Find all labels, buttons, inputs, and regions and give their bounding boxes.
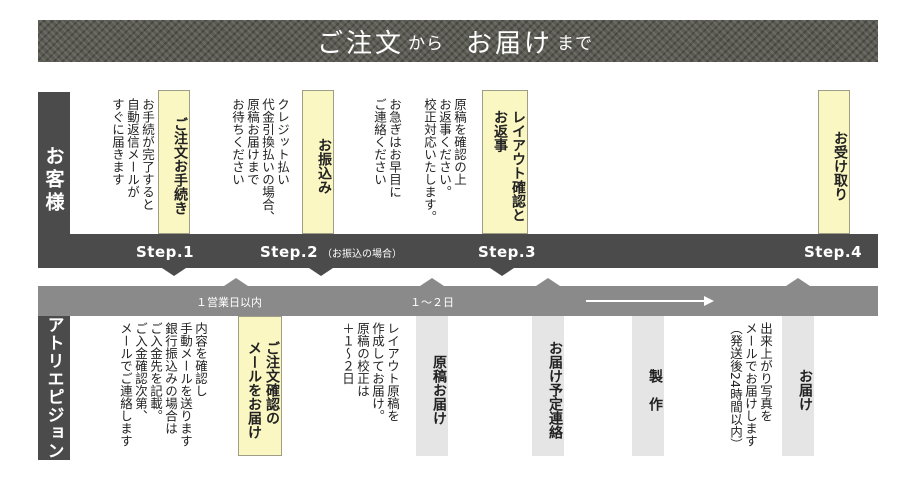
customer-lane-label: お客様 bbox=[38, 92, 70, 268]
bank-note: 内容を確認し 手動メールを送ります 銀行振込みの場合は ご入金先を記載。 ご入金… bbox=[118, 322, 208, 447]
step-bar bbox=[70, 234, 878, 268]
production-box: 製 作 bbox=[632, 316, 664, 456]
payment-note: クレジット払い 代金引換払いの場合、 原稿お届けまで お待ちください bbox=[230, 98, 290, 223]
step2-note: （お振込の場合） bbox=[322, 249, 403, 260]
atelier-pointer-1 bbox=[224, 278, 248, 286]
atelier-pointer-4 bbox=[786, 278, 810, 286]
duration-1: １営業日以内 bbox=[196, 296, 262, 309]
atelier-bar bbox=[38, 286, 878, 316]
atelier-pointer-3 bbox=[536, 278, 560, 286]
delivery-box: お届け bbox=[782, 316, 814, 456]
step3-pointer bbox=[490, 268, 514, 276]
receive-box: お受け取り bbox=[818, 90, 850, 234]
order-note: お手続が完了すると 自動返信メールが すぐに届きます bbox=[110, 98, 155, 211]
step2-label: Step.2（お振込の場合） bbox=[260, 243, 403, 261]
title-order: ご注文 bbox=[316, 28, 404, 59]
title-from: から bbox=[408, 33, 444, 54]
duration-2: １～２日 bbox=[410, 296, 454, 309]
step1-label: Step.1 bbox=[136, 243, 195, 261]
payment-box: お振込み bbox=[302, 90, 334, 234]
arrow-icon bbox=[586, 296, 714, 306]
urgent-note: お急ぎはお早目に ご連絡ください bbox=[372, 98, 402, 198]
layout-note: レイアウト原稿を 作成してお届け。 原稿の校正は ＋１～２日 bbox=[340, 322, 400, 422]
title-delivery: お届け bbox=[466, 28, 554, 59]
photo-note: 出来上がり写真を メールでお届けします （発送後24時間以内） bbox=[728, 322, 773, 451]
layout-review-box: レイアウト確認と お返事 bbox=[482, 90, 528, 234]
step4-label: Step.4 bbox=[804, 243, 863, 261]
schedule-notice-box: お届け予定連絡 bbox=[532, 316, 564, 456]
confirm-mail-box: ご注文確認の メールをお届け bbox=[238, 316, 282, 456]
review-note: 原稿を確認の上 お返事ください。 校正対応いたします。 bbox=[422, 98, 467, 223]
atelier-pointer-2 bbox=[420, 278, 444, 286]
draft-delivery-box: 原稿お届け bbox=[416, 316, 448, 456]
order-box: ご注文お手続き bbox=[158, 90, 190, 234]
title-until: まで bbox=[557, 33, 594, 54]
step1-pointer bbox=[162, 268, 186, 276]
step3-label: Step.3 bbox=[478, 243, 537, 261]
atelier-lane-label: アトリエピジョン bbox=[38, 316, 70, 460]
title-banner: ご注文 から お届け まで bbox=[38, 20, 878, 62]
step2-pointer bbox=[309, 268, 333, 276]
